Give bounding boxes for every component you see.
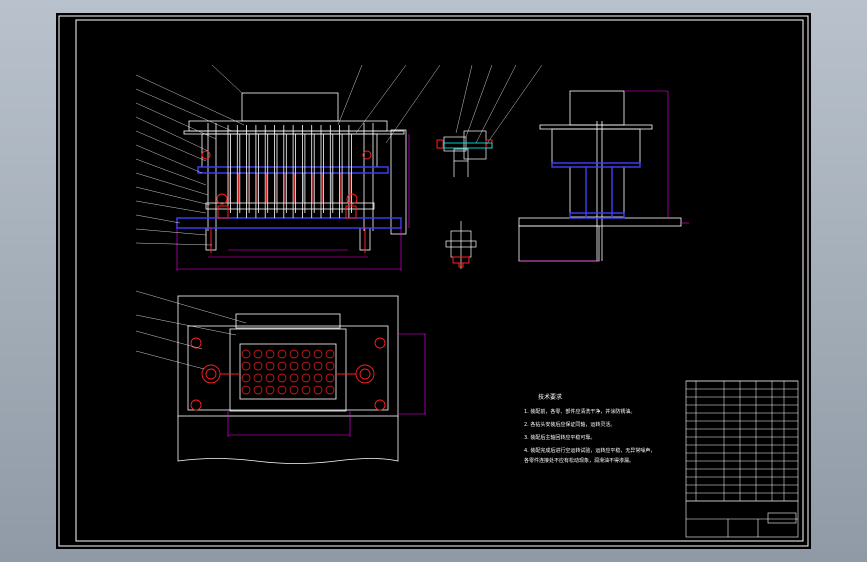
detail-view-lower-accents [452, 256, 470, 268]
front-leaders [135, 64, 543, 246]
plan-dimensions [227, 333, 426, 437]
leader-line [135, 158, 207, 186]
leader-line [135, 116, 209, 152]
leader-line [355, 64, 407, 134]
drill-hole [277, 385, 287, 395]
plan-view [177, 295, 399, 464]
leader-line [135, 88, 233, 132]
leader-line [135, 172, 209, 196]
side-view-dimensions [519, 90, 689, 262]
drill-hole [301, 385, 311, 395]
outer-frame [58, 15, 809, 547]
drill-hole [289, 373, 299, 383]
front-base-hatch [176, 217, 402, 229]
leader-line [135, 102, 217, 140]
detail-view-top [443, 130, 487, 177]
drill-hole [241, 385, 251, 395]
front-view [176, 92, 407, 251]
drill-hole [325, 361, 335, 371]
leader-line [135, 242, 213, 246]
drill-hole [277, 349, 287, 359]
plan-corner-bolts [190, 337, 386, 411]
notes-line: 3. 装配后主轴回转应平稳可靠。 [524, 434, 595, 441]
drill-hole [301, 361, 311, 371]
leader-line [385, 64, 441, 144]
drill-hole [313, 361, 323, 371]
drill-hole [313, 349, 323, 359]
drill-hole [289, 361, 299, 371]
drill-hole [313, 385, 323, 395]
drill-hole [301, 373, 311, 383]
drill-hole [253, 373, 263, 383]
leader-line [135, 74, 245, 126]
spindle-group [227, 125, 352, 218]
inner-frame [75, 19, 804, 542]
leader-line [135, 186, 211, 206]
drawing-sheet: 技术要求 1. 装配前，各零、部件应清洗干净，并涂防锈油。 2. 各钻头安装后应… [56, 13, 811, 549]
drill-hole [325, 373, 335, 383]
leader-line [455, 64, 473, 134]
drill-hole [313, 373, 323, 383]
drill-hole [241, 349, 251, 359]
drill-hole [265, 373, 275, 383]
drill-hole [265, 361, 275, 371]
drill-hole [253, 349, 263, 359]
notes-line: 各零件连接处不应有松动现象，润滑油不得渗漏。 [524, 457, 634, 464]
detail-view-lower [445, 221, 477, 269]
leader-line [465, 64, 493, 138]
side-view [518, 90, 682, 262]
drill-hole [277, 361, 287, 371]
drill-hole [265, 385, 275, 395]
drill-hole [289, 349, 299, 359]
side-view-accents [551, 162, 641, 219]
plan-leaders [135, 290, 247, 370]
drill-hole [301, 349, 311, 359]
parts-list-table [686, 380, 798, 502]
drill-hole [253, 385, 263, 395]
detail-view-top-hatch [443, 142, 493, 149]
leader-line [135, 130, 207, 162]
notes-line: 1. 装配前，各零、部件应清洗干净，并涂防锈油。 [524, 408, 635, 415]
drill-hole [289, 385, 299, 395]
notes-line: 2. 各钻头安装后应保证同轴，运转灵活。 [524, 421, 615, 428]
drill-hole [325, 349, 335, 359]
drill-hole [241, 361, 251, 371]
leader-line [485, 64, 543, 146]
leader-line [135, 144, 203, 174]
technical-notes: 技术要求 1. 装配前，各零、部件应清洗干净，并涂防锈油。 2. 各钻头安装后应… [524, 393, 655, 464]
leader-line [135, 228, 207, 236]
title-block [685, 380, 799, 538]
drill-hole-pattern [241, 349, 335, 395]
notes-heading: 技术要求 [538, 393, 562, 401]
detail-view-top-accents [436, 139, 493, 149]
leader-line [475, 64, 517, 144]
assembly-drawing: 技术要求 1. 装配前，各零、部件应清洗干净，并涂防锈油。 2. 各钻头安装后应… [58, 15, 809, 547]
drill-hole [241, 373, 251, 383]
drill-hole [325, 385, 335, 395]
notes-line: 4. 装配完成后进行空运转试验，运转应平稳，无异常噪声， [524, 447, 655, 454]
drill-hole [265, 349, 275, 359]
front-fasteners [201, 150, 372, 253]
front-dimensions [176, 134, 410, 271]
leader-line [211, 64, 243, 94]
leader-line [135, 214, 181, 224]
drill-hole [253, 361, 263, 371]
leader-line [337, 64, 363, 126]
leader-line [135, 200, 207, 214]
drill-hole [277, 373, 287, 383]
